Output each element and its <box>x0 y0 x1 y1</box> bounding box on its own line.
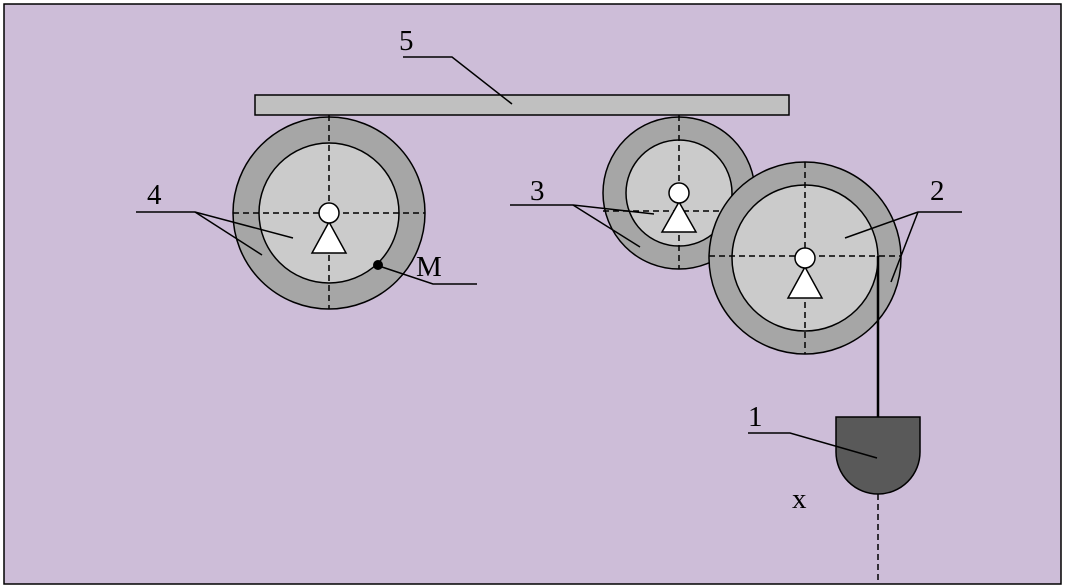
leader-3-second <box>572 204 641 248</box>
leader-2-second <box>890 211 919 283</box>
label-axis-x: x <box>792 483 807 515</box>
label-part-5: 5 <box>399 25 414 57</box>
wheel-3-axle-icon <box>668 182 690 204</box>
leader-1 <box>748 432 878 459</box>
wheel-4-support-icon <box>310 220 348 254</box>
label-part-2: 2 <box>930 175 945 207</box>
diagram-background <box>3 3 1062 585</box>
point-m-marker <box>373 260 383 270</box>
wheel-2 <box>708 161 902 355</box>
label-part-1: 1 <box>748 401 763 433</box>
label-part-3: 3 <box>530 175 545 207</box>
wheel-4 <box>232 115 426 310</box>
wheel-4-axle-icon <box>318 202 340 224</box>
leader-5 <box>403 56 513 105</box>
wheel-2-axle-icon <box>794 247 816 269</box>
wheel-3-support-icon <box>660 200 698 233</box>
label-part-4: 4 <box>147 179 162 211</box>
leader-m <box>381 266 477 285</box>
label-point-m: M <box>416 251 442 283</box>
beam-5 <box>254 94 790 116</box>
leader-lines <box>136 56 962 459</box>
wheel-2-support-icon <box>786 265 824 299</box>
load-1 <box>835 416 921 495</box>
leader-4-second <box>194 211 263 256</box>
